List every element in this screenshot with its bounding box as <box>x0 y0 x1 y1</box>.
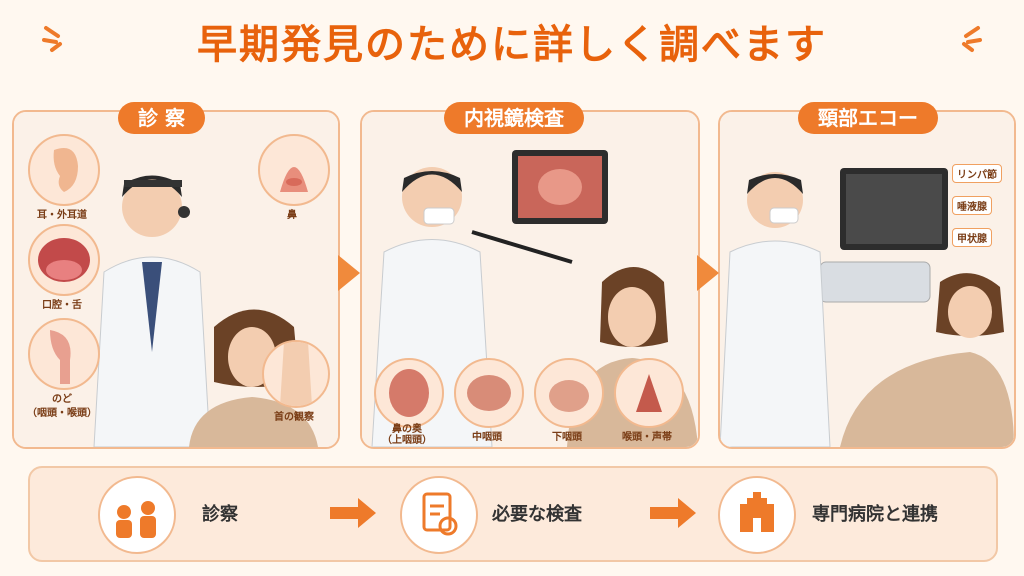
neck-label: 首の観察 <box>274 412 314 423</box>
endoscopy-badge: 内視鏡検査 <box>444 102 584 134</box>
hypopharynx-image <box>534 358 604 428</box>
checklist-icon <box>400 476 478 554</box>
endoscopy-panel: 鼻の奥（上咽頭） 中咽頭 下咽頭 喉頭・声帯 <box>360 110 700 449</box>
oropharynx-label: 中咽頭 <box>472 432 502 443</box>
nasopharynx-label: 鼻の奥（上咽頭） <box>382 424 432 446</box>
mouth-image <box>28 224 100 296</box>
nasopharynx-image <box>374 358 444 428</box>
sparkle-left-icon <box>42 26 62 52</box>
neck-image <box>262 340 330 408</box>
consultation-icon <box>98 476 176 554</box>
larynx-label: 喉頭・声帯 <box>622 432 672 443</box>
mouth-label: 口腔・舌 <box>42 300 82 311</box>
flow-bar: 診察 必要な検査 専門病院と連携 <box>28 466 998 562</box>
throat-image <box>28 318 100 390</box>
lymph-node-tag: リンパ節 <box>952 164 1002 183</box>
nose-image <box>258 134 330 206</box>
hospital-icon <box>718 476 796 554</box>
hypopharynx-label: 下咽頭 <box>552 432 582 443</box>
flow-arrow-1-icon <box>338 255 360 291</box>
page-title: 早期発見のために詳しく調べます <box>197 22 827 68</box>
exam-badge: 診 察 <box>118 102 205 134</box>
flow-step-test: 必要な検査 <box>492 504 582 525</box>
throat-sublabel: （咽頭・喉頭） <box>27 408 97 419</box>
larynx-image <box>614 358 684 428</box>
ear-label: 耳・外耳道 <box>37 210 87 221</box>
salivary-gland-tag: 唾液腺 <box>952 196 992 215</box>
oropharynx-image <box>454 358 524 428</box>
flow-step-exam: 診察 <box>202 504 238 525</box>
throat-label: のど <box>52 394 72 405</box>
flow-arrow-icon <box>650 498 696 528</box>
nose-label: 鼻 <box>287 210 297 221</box>
flow-arrow-icon <box>330 498 376 528</box>
flow-arrow-2-icon <box>697 255 719 291</box>
flow-step-referral: 専門病院と連携 <box>812 504 938 525</box>
ultrasound-badge: 頸部エコー <box>798 102 938 134</box>
exam-panel: 耳・外耳道 鼻 口腔・舌 のど （咽頭・喉頭） 首の観察 <box>12 110 340 449</box>
thyroid-tag: 甲状腺 <box>952 228 992 247</box>
sparkle-right-icon <box>962 26 982 52</box>
ear-image <box>28 134 100 206</box>
ultrasound-illustration <box>720 112 1014 447</box>
ultrasound-panel: リンパ節 唾液腺 甲状腺 <box>718 110 1016 449</box>
